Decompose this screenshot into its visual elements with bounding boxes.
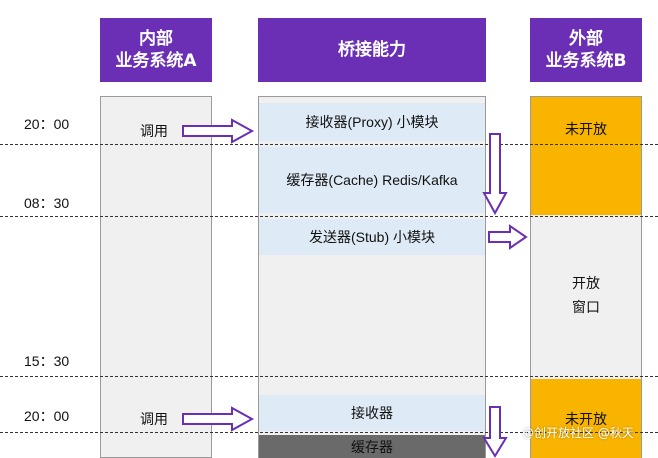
closed-block-2: 未开放 (531, 379, 641, 458)
header-internal-system-a: 内部 业务系统A (100, 18, 212, 82)
buffer-block: 缓存器 (259, 435, 485, 458)
stub-block: 发送器(Stub) 小模块 (259, 219, 485, 255)
proxy-block: 接收器(Proxy) 小模块 (259, 103, 485, 141)
call-label-2: 调用 (140, 411, 168, 427)
time-label-1: 20：00 (24, 116, 70, 132)
call-arrow-icon-2 (182, 406, 255, 432)
timeline-divider-1 (0, 144, 658, 145)
header-external-system-b: 外部 业务系统B (530, 18, 642, 82)
down-arrow-icon-1 (482, 133, 508, 216)
open-window-block: 开放 窗口 (572, 275, 600, 315)
internal-column (100, 96, 212, 458)
time-label-4: 20：00 (24, 408, 70, 424)
timeline-divider-2 (0, 216, 658, 217)
cache-block: 缓存器(Cache) Redis/Kafka (259, 147, 485, 213)
timeline-divider-3 (0, 376, 658, 377)
time-label-3: 15：30 (24, 353, 70, 369)
down-arrow-icon-2 (482, 406, 508, 458)
send-arrow-icon (488, 224, 528, 250)
receiver-block: 接收器 (259, 395, 485, 431)
time-label-2: 08：30 (24, 195, 70, 211)
watermark-text: @创开放社区 @秋天 (522, 426, 634, 440)
call-arrow-icon-1 (182, 118, 255, 144)
timeline-divider-4 (0, 432, 658, 433)
closed-block-1: 未开放 (531, 97, 641, 215)
call-label-1: 调用 (140, 123, 168, 139)
header-bridge-capability: 桥接能力 (258, 18, 486, 82)
